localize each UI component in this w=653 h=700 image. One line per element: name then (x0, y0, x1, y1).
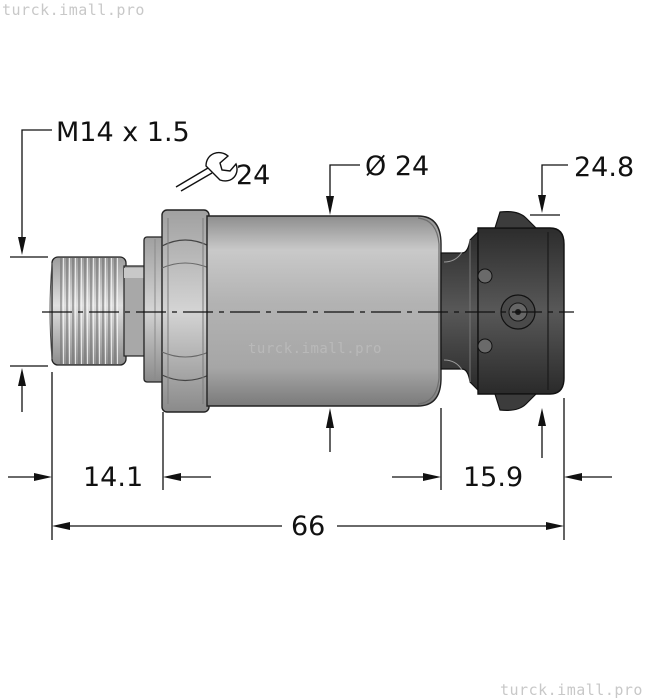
watermark-center: turck.imall.pro (248, 341, 382, 357)
total-length-label: 66 (291, 511, 326, 542)
left-length-label: 14.1 (83, 462, 144, 493)
sensor-body (49, 209, 565, 413)
wrench-size-label: 24 (236, 160, 271, 191)
thread-size-label: M14 x 1.5 (56, 117, 190, 148)
diameter-label: Ø 24 (365, 151, 430, 182)
connector-height-label: 24.8 (574, 152, 635, 183)
right-length-label: 15.9 (463, 462, 524, 493)
watermark-top: turck.imall.pro (2, 1, 145, 19)
watermark-bottom: turck.imall.pro (500, 681, 643, 699)
wrench-icon (175, 151, 238, 192)
dimension-lines (8, 129, 612, 540)
dimension-arrows (18, 195, 582, 530)
